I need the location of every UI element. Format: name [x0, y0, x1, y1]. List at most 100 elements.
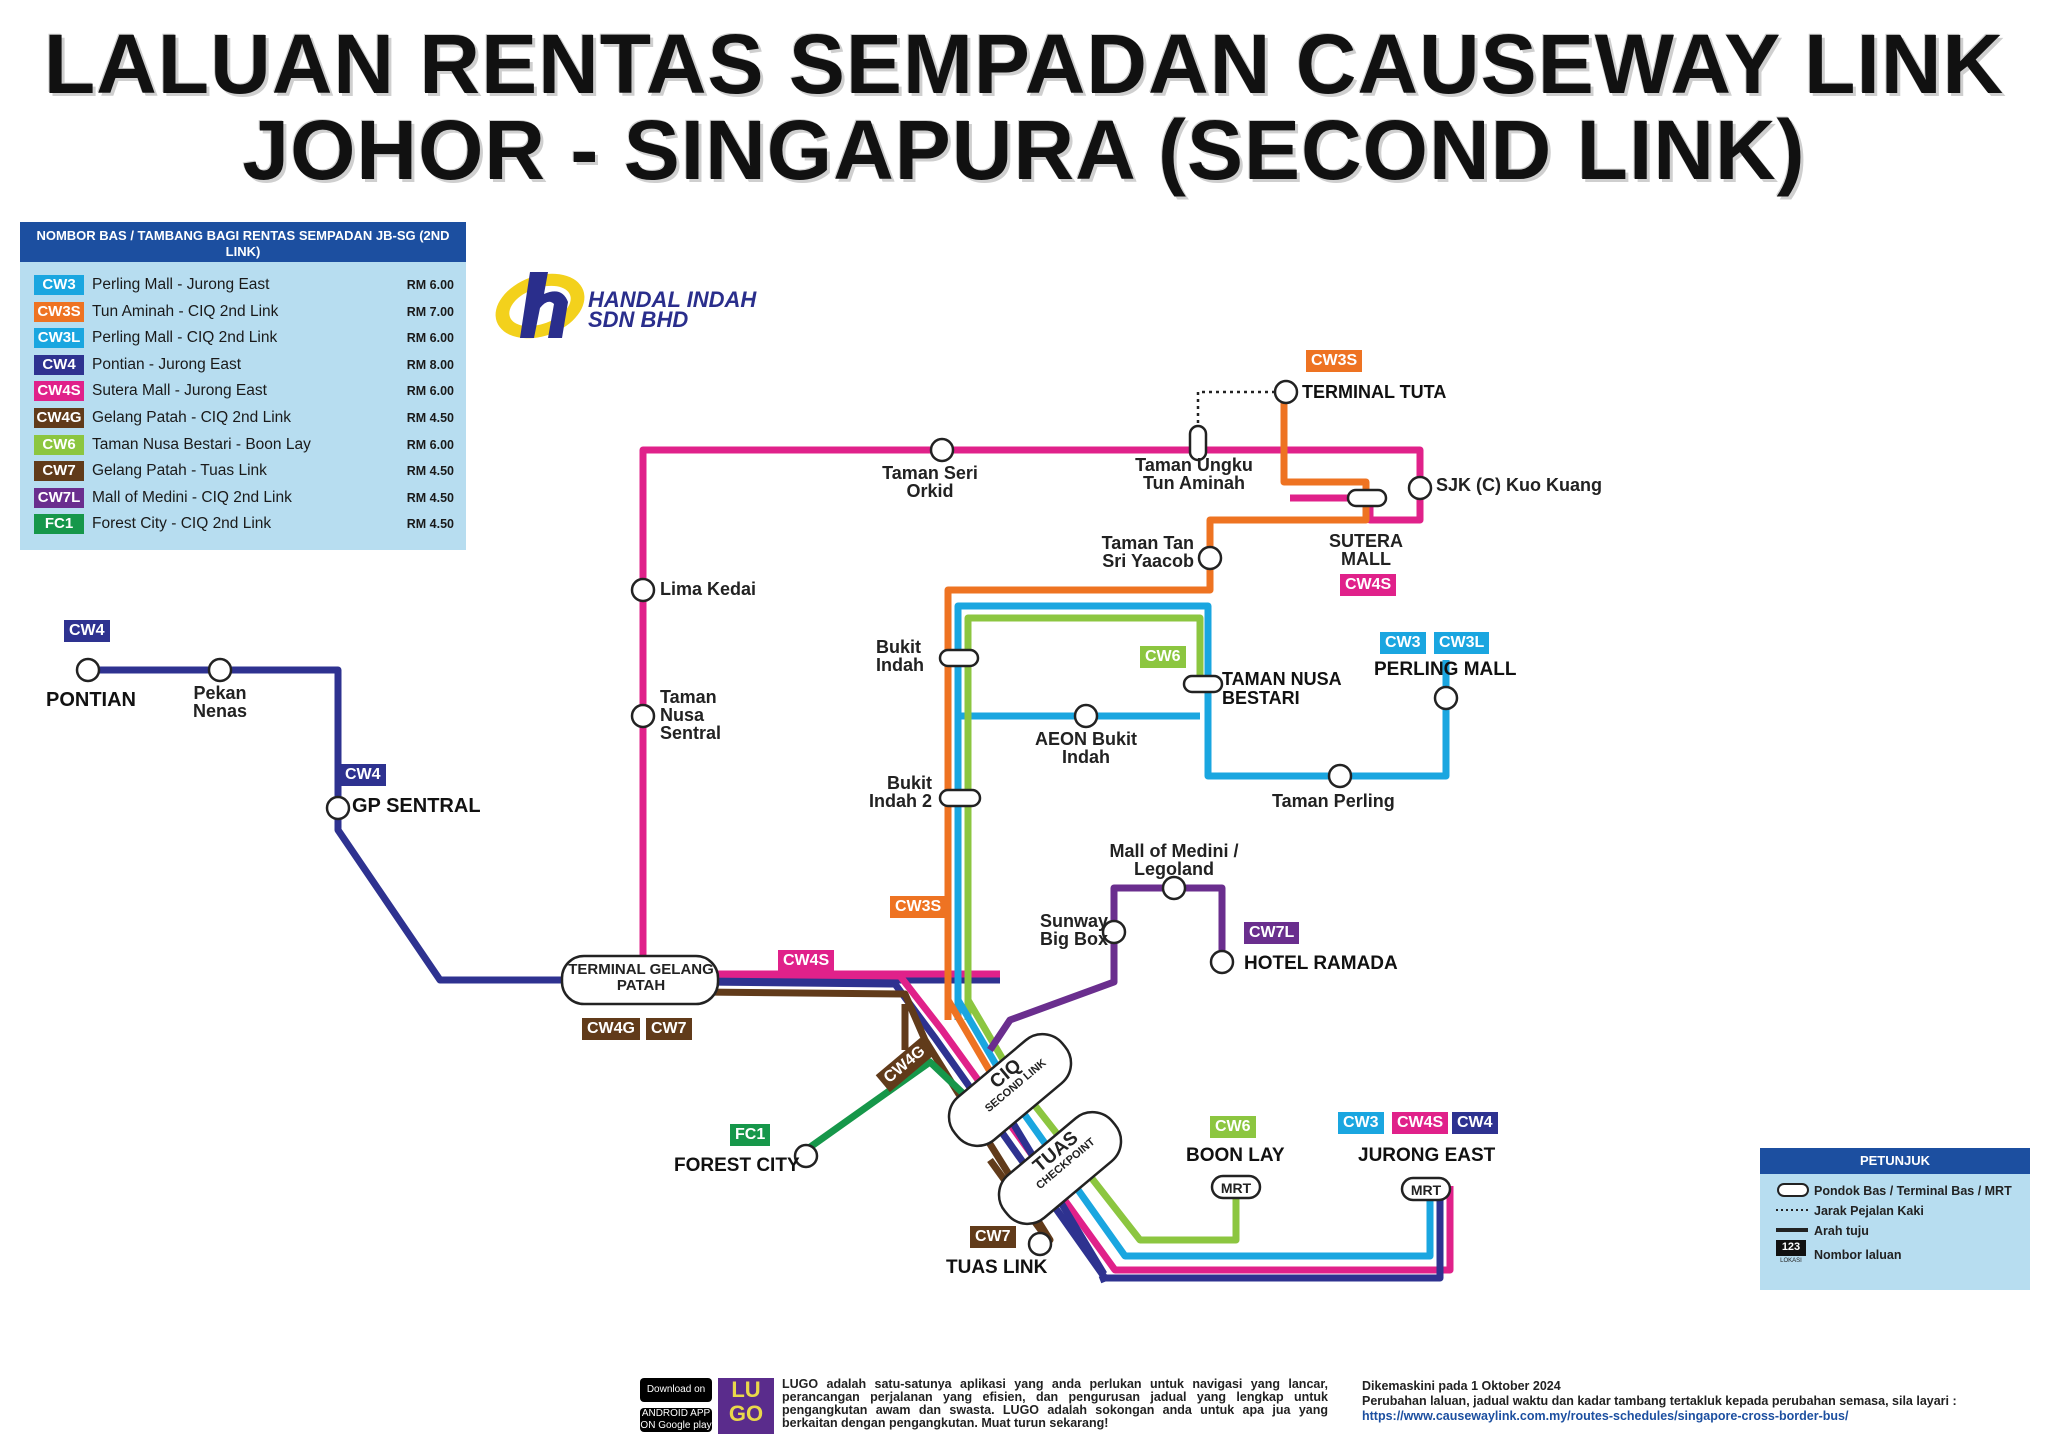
fare-table: NOMBOR BAS / TAMBANG BAGI RENTAS SEMPADA… — [20, 222, 466, 550]
map-route-badge: CW4S — [1392, 1112, 1449, 1134]
route-fare: RM 4.50 — [406, 490, 454, 505]
route-line-cw6 — [964, 614, 1204, 1020]
fare-row: CW4S Sutera Mall - Jurong East RM 6.00 — [34, 380, 454, 402]
label-pekan-nenas: Pekan Nenas — [192, 683, 248, 721]
map-title-line1: LALUAN RENTAS SEMPADAN CAUSEWAY LINK — [43, 17, 2005, 111]
label-pontian: PONTIAN — [46, 689, 136, 711]
route-name: Perling Mall - Jurong East — [92, 276, 270, 293]
walking-path — [1196, 390, 1276, 430]
map-route-badge: CW4 — [340, 764, 386, 786]
map-route-badge: CW7 — [970, 1226, 1016, 1248]
website-link[interactable]: https://www.causewaylink.com.my/routes-s… — [1362, 1409, 1849, 1423]
legend-item-walk: Jarak Pejalan Kaki — [1814, 1204, 1924, 1218]
label-sunway-big-box: Sunway Big Box — [1039, 911, 1108, 949]
route-fare: RM 6.00 — [406, 384, 454, 399]
route-code-badge: CW3S — [34, 301, 84, 322]
map-route-badge: CW4S — [1340, 574, 1397, 596]
route-fare: RM 6.00 — [406, 437, 454, 452]
label-sutera-mall: SUTERA MALL — [1328, 531, 1403, 569]
route-fare: RM 4.50 — [406, 517, 454, 532]
stop-bukit-indah — [938, 648, 980, 668]
operator-name-line2: SDN BHD — [588, 307, 689, 332]
route-name: Gelang Patah - CIQ 2nd Link — [92, 409, 292, 426]
legend-panel: PETUNJUK Pondok Bas / Terminal Bas / MRT… — [1760, 1148, 2030, 1290]
stop-taman-ungku-tun-aminah — [1188, 424, 1208, 462]
map-route-badge: CW3 — [1380, 632, 1426, 654]
stop-taman-nusa-sentral — [630, 703, 656, 729]
map-route-badge: CW7 — [646, 1018, 692, 1040]
route-code-badge: FC1 — [34, 514, 84, 535]
stop-mall-of-medini — [1161, 875, 1187, 901]
route-code-badge: CW4S — [34, 381, 84, 402]
label-terminal-gelang-patah: TERMINAL GELANG PATAH — [568, 961, 714, 994]
stop-gp-sentral — [325, 795, 351, 821]
label-taman-tan-sri-yaacob: Taman Tan Sri Yaacob — [1101, 533, 1194, 571]
route-line-cw3s — [944, 396, 1370, 1020]
label-taman-nusa-sentral: Taman Nusa Sentral — [660, 687, 722, 743]
route-name: Gelang Patah - Tuas Link — [92, 462, 267, 480]
legend-sample-sub: LOKASI — [1780, 1258, 1802, 1264]
route-code-badge: CW7L — [34, 487, 84, 508]
label-taman-ungku-tun-aminah: Taman Ungku Tun Aminah — [1135, 455, 1253, 493]
updated-date: Dikemaskini pada 1 Oktober 2024 — [1362, 1379, 1561, 1393]
map-route-badge: CW6 — [1140, 646, 1186, 668]
route-fare: RM 6.00 — [406, 331, 454, 346]
route-code-badge: CW3 — [34, 275, 84, 295]
legend-title: PETUNJUK — [1760, 1148, 2030, 1174]
route-bundle-orange — [944, 998, 999, 1082]
stop-taman-nusa-bestari — [1182, 674, 1224, 694]
route-fare: RM 6.00 — [406, 278, 454, 292]
map-route-badge: CW4 — [64, 620, 110, 642]
stop-sunway-big-box — [1101, 919, 1127, 945]
app-store-button[interactable]: Download on the App Store — [640, 1378, 712, 1419]
stop-bukit-indah-2 — [938, 788, 982, 808]
label-mall-of-medini: Mall of Medini / Legoland — [1109, 841, 1239, 879]
route-fare: RM 7.00 — [406, 304, 454, 319]
route-name: Sutera Mall - Jurong East — [92, 382, 267, 400]
map-route-badge: CW3 — [1338, 1112, 1384, 1134]
lugo-logo: LU GO — [718, 1378, 774, 1434]
stop-pontian — [75, 657, 101, 683]
fare-row: CW6 Taman Nusa Bestari - Boon Lay RM 6.00 — [34, 434, 454, 456]
label-hotel-ramada: HOTEL RAMADA — [1244, 953, 1398, 974]
map-route-badge: CW6 — [1210, 1116, 1256, 1138]
stop-pekan-nenas — [207, 657, 233, 683]
route-code-badge: CW7 — [34, 461, 84, 482]
label-boon-lay-mrt: MRT — [1220, 1180, 1252, 1196]
operator-name-line1: HANDAL INDAH — [588, 287, 757, 312]
label-sjk-kuo-kuang: SJK (C) Kuo Kuang — [1436, 475, 1602, 495]
stop-boon-lay-mrt — [1210, 1174, 1262, 1200]
route-fare: RM 4.50 — [406, 464, 454, 479]
map-route-badge: CW4G — [582, 1018, 640, 1040]
route-line-cw4s — [639, 446, 1424, 978]
stop-forest-city — [793, 1143, 819, 1169]
stop-tuas-checkpoint — [997, 1110, 1123, 1226]
stop-terminal-tuta — [1273, 379, 1299, 405]
map-route-badge: CW4 — [1452, 1112, 1498, 1134]
label-taman-seri-orkid: Taman Seri Orkid — [882, 463, 978, 501]
map-route-badge: CW4S — [778, 950, 835, 972]
stop-taman-perling — [1327, 763, 1353, 789]
label-boon-lay: BOON LAY — [1186, 1145, 1285, 1166]
label-tuas-link: TUAS LINK — [946, 1257, 1048, 1278]
route-name: Taman Nusa Bestari - Boon Lay — [92, 435, 311, 453]
route-code-badge: CW3L — [34, 328, 84, 349]
google-play-button[interactable]: ANDROID APP ON Google play — [640, 1408, 712, 1432]
handal-indah-logo — [495, 272, 585, 339]
route-fare: RM 4.50 — [406, 411, 454, 425]
stop-ciq — [947, 1032, 1073, 1148]
legend-number-symbol — [1776, 1240, 1806, 1256]
stop-terminal-gelang-patah — [560, 954, 720, 1006]
route-line-gp-navy — [699, 978, 1444, 1284]
route-code-badge: CW4 — [34, 354, 84, 375]
stop-taman-tan-sri-yaacob — [1197, 545, 1223, 571]
route-code-badge: CW6 — [34, 434, 84, 455]
legend-symbols — [1776, 1183, 1809, 1256]
label-jurong-east-mrt: MRT — [1410, 1182, 1442, 1198]
stop-lima-kedai — [630, 577, 656, 603]
stop-tuas-link — [1027, 1231, 1053, 1257]
route-name: Forest City - CIQ 2nd Link — [92, 515, 272, 533]
